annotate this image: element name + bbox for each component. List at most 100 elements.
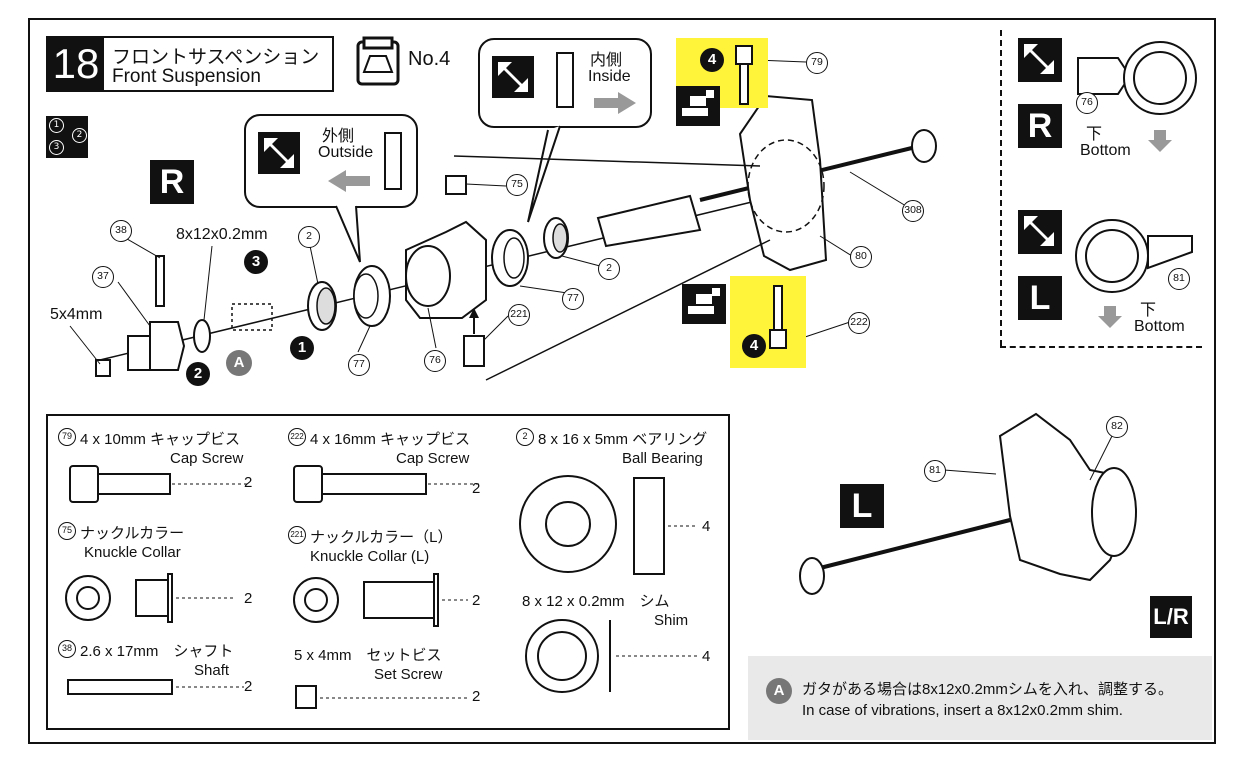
- right-side-label: R: [150, 160, 194, 204]
- bag-number: No.4: [408, 48, 451, 70]
- part-222-id: 222: [288, 428, 306, 446]
- shim-size-label: 8x12x0.2mm: [176, 226, 268, 243]
- page-frame: [28, 18, 1216, 744]
- part-2-jp: 8 x 16 x 5mm ベアリング: [538, 431, 708, 448]
- part-221-callout: 221: [508, 304, 530, 326]
- side-panel-divider: [1000, 30, 1002, 346]
- bottom-en-r: Bottom: [1080, 142, 1131, 159]
- inside-en: Inside: [588, 68, 631, 85]
- step-number: 18: [48, 38, 104, 90]
- part-222-en: Cap Screw: [396, 450, 470, 467]
- assembly-order-icon: 1 2 3: [46, 116, 88, 158]
- part-75-qty: 2: [244, 590, 253, 607]
- note-jp: ガタがある場合は8x12x0.2mmシムを入れ、調整する。: [802, 681, 1174, 698]
- step-2-marker: 2: [186, 362, 210, 386]
- part-2-callout-right: 2: [598, 258, 620, 280]
- bottom-jp-l: 下: [1140, 302, 1157, 319]
- part-79-en: Cap Screw: [170, 450, 244, 467]
- part-75-en: Knuckle Collar: [84, 544, 181, 561]
- order-3: 3: [49, 140, 64, 155]
- part-222-jp: 4 x 16mm キャップビス: [310, 431, 471, 448]
- step-title-en: Front Suspension: [112, 66, 261, 87]
- part-2-en: Ball Bearing: [622, 450, 703, 467]
- parts-list-box: 79 4 x 10mm キャップビス Cap Screw 2 222 4 x 1…: [46, 414, 730, 730]
- setscrew-drawing: [295, 685, 468, 709]
- part-222-callout: 222: [848, 312, 870, 334]
- part-221-qty: 2: [472, 592, 481, 609]
- note-a-marker: A: [226, 350, 252, 376]
- setscrew-en: Set Screw: [374, 666, 443, 683]
- outside-callout: 外側 Outside: [244, 114, 418, 208]
- note-en: In case of vibrations, insert a 8x12x0.2…: [802, 702, 1123, 719]
- lr-symbol: L/R: [1150, 596, 1192, 638]
- part-38-id: 38: [58, 640, 76, 658]
- assembly-part-81: 81: [924, 460, 946, 482]
- bottom-jp-r: 下: [1086, 126, 1103, 143]
- highlight-bottom: [730, 276, 806, 368]
- part-2-callout-left: 2: [298, 226, 320, 248]
- parts-bag-icon: [356, 36, 400, 86]
- part-76-callout: 76: [424, 350, 446, 372]
- cap-screw-222-drawing: [293, 465, 482, 503]
- part-75-callout: 75: [506, 174, 528, 196]
- adjustment-note: A ガタがある場合は8x12x0.2mmシムを入れ、調整する。 In case …: [748, 656, 1212, 740]
- order-1: 1: [49, 118, 64, 133]
- shim-jp: 8 x 12 x 0.2mm シム: [522, 593, 670, 610]
- setscrew-jp: 5 x 4mm セットビス: [294, 647, 442, 664]
- setscrew-qty: 2: [472, 688, 481, 705]
- part-38-qty: 2: [244, 678, 253, 695]
- side-panel-r: R: [1018, 104, 1062, 148]
- side-panel-bottom-divider: [1000, 346, 1202, 348]
- knuckle-81-topview: [1075, 219, 1193, 293]
- bottom-en-l: Bottom: [1134, 318, 1185, 335]
- part-37-callout: 37: [92, 266, 114, 288]
- shim-drawing: [525, 619, 698, 693]
- arrow-left-icon: [328, 170, 370, 192]
- orientation-icon-outside: [258, 132, 300, 174]
- part-221-jp: ナックルカラー（L）: [310, 529, 453, 546]
- bearing-drawing: [519, 475, 698, 575]
- shaft-drawing: [67, 679, 244, 695]
- outside-jp: 外側: [322, 128, 355, 145]
- part-75-id: 75: [58, 522, 76, 540]
- part-77-callout-right: 77: [562, 288, 584, 310]
- side-panel-l: L: [1018, 276, 1062, 320]
- inside-jp: 内側: [590, 52, 623, 69]
- step-3-marker: 3: [244, 250, 268, 274]
- outside-en: Outside: [318, 144, 374, 161]
- shim-qty: 4: [702, 648, 711, 665]
- part-75-jp: ナックルカラー: [80, 525, 185, 542]
- side-part-76: 76: [1076, 92, 1098, 114]
- note-mark-a: A: [766, 678, 792, 704]
- assembly-part-82: 82: [1106, 416, 1128, 438]
- step-title-jp: フロントサスペンション: [112, 46, 320, 68]
- part-80-callout: 80: [850, 246, 872, 268]
- setscrew-size-label: 5x4mm: [50, 306, 103, 323]
- arrow-right-icon: [594, 92, 636, 114]
- knuckle-collar-75-drawing: [65, 573, 234, 623]
- left-assembly-label: L: [840, 484, 884, 528]
- bearing-side-icon-outside: [384, 132, 402, 190]
- side-part-81: 81: [1168, 268, 1190, 290]
- part-79-qty: 2: [244, 474, 253, 491]
- arrow-down-icon-r: [1148, 130, 1172, 152]
- knuckle-76-topview: [1077, 41, 1197, 115]
- threadlock-icon-bottom: [682, 284, 726, 324]
- part-222-qty: 2: [472, 480, 481, 497]
- shim-en: Shim: [654, 612, 689, 629]
- arrow-down-icon-l: [1098, 306, 1122, 328]
- knuckle-collar-221-drawing: [293, 573, 468, 627]
- part-221-id: 221: [288, 526, 306, 544]
- part-2-id: 2: [516, 428, 534, 446]
- part-79-jp: 4 x 10mm キャップビス: [80, 431, 241, 448]
- bearing-side-icon: [556, 52, 574, 108]
- part-79-callout: 79: [806, 52, 828, 74]
- order-2: 2: [72, 128, 87, 143]
- step-header: 18 フロントサスペンション Front Suspension: [46, 36, 334, 92]
- step-1-marker: 1: [290, 336, 314, 360]
- orientation-icon: [492, 56, 534, 98]
- part-38-callout: 38: [110, 220, 132, 242]
- step-4-top: 4: [700, 48, 724, 72]
- part-2-qty: 4: [702, 518, 711, 535]
